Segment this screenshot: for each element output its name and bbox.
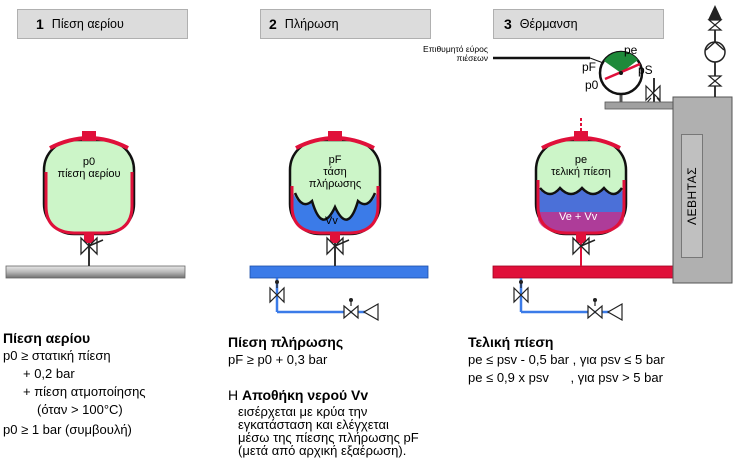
- vessel-1-text: πίεση αερίου: [57, 168, 121, 180]
- vessel-2-water-label: Vv: [325, 215, 338, 227]
- pressure-range-caption: Επιθυμητό εύρος πιέσεων: [396, 45, 488, 63]
- col3-line-1: pe ≤ psv - 0,5 bar , για psv ≤ 5 bar: [468, 352, 665, 367]
- range-line-1: Επιθυμητό εύρος: [423, 44, 488, 54]
- col2-paragraph: εισέρχεται με κρύα την εγκατάσταση και ε…: [238, 405, 419, 457]
- col2-para-line: (μετά από αρχική εξαέρωση).: [238, 443, 407, 458]
- vessel-3: [534, 118, 628, 243]
- gauge-pe: pe: [624, 43, 638, 57]
- symbol-pF: pF: [328, 154, 342, 166]
- col1-heading: Πίεση αερίου: [3, 330, 91, 346]
- vessel-3-text: τελική πίεση: [551, 166, 611, 178]
- range-line-2: πιέσεων: [456, 53, 488, 63]
- valve-2: [326, 236, 350, 266]
- pipe-grey: [5, 265, 186, 279]
- symbol-pe: pe: [574, 154, 588, 166]
- fill-valve-3: [513, 280, 623, 322]
- panel-title: Θέρμανση: [519, 17, 578, 31]
- col1-line-3: + πίεση ατμοποίησης: [23, 384, 146, 399]
- col2-subheading: Η Αποθήκη νερού Vv: [228, 387, 368, 403]
- col2-para-line: μέσω της πίεσης πλήρωσης pF: [238, 430, 419, 445]
- gauge-support-pipe: [604, 101, 678, 110]
- vessel-2-line2: πλήρωσης: [308, 178, 362, 190]
- panel-number: 2: [269, 16, 277, 32]
- vessel-3-label: pe τελική πίεση: [536, 154, 626, 178]
- col1-line-1: p0 ≥ στατική πίεση: [3, 348, 111, 363]
- vessel-3-water-label: Ve + Vv: [559, 211, 598, 223]
- col3-line-2: pe ≤ 0,9 x psv , για psv > 5 bar: [468, 370, 663, 385]
- panel-header-1: 1 Πίεση αερίου: [17, 9, 188, 39]
- col1-line-2: + 0,2 bar: [23, 366, 75, 381]
- valve-1: [80, 236, 104, 266]
- col1-line-4: (όταν > 100°C): [37, 402, 123, 417]
- vessel-1: [42, 131, 136, 243]
- gauge-pF: pF: [582, 60, 597, 74]
- col2-heading: Πίεση πλήρωσης: [228, 334, 344, 350]
- vessel-2-label: pF τάση πλήρωσης: [290, 154, 380, 190]
- symbol-p0: p0: [82, 156, 96, 168]
- pipe-red: [492, 265, 674, 279]
- vessel-2: [288, 131, 382, 243]
- vessel-2-line1: τάση: [323, 166, 347, 178]
- gauge-p0: p0: [585, 78, 599, 92]
- col2-formula: pF ≥ p0 + 0,3 bar: [228, 352, 328, 367]
- panel-number: 3: [504, 16, 512, 32]
- pressure-gauge: [598, 50, 644, 108]
- col3-heading: Τελική πίεση: [468, 334, 554, 350]
- circulation-pump: [704, 5, 726, 97]
- panel-number: 1: [36, 16, 44, 32]
- col2-para-line: εισέρχεται με κρύα την: [238, 404, 368, 419]
- panel-title: Πίεση αερίου: [51, 17, 124, 31]
- pipe-blue: [249, 265, 429, 279]
- valve-3: [572, 236, 596, 266]
- panel-title: Πλήρωση: [284, 17, 339, 31]
- gauge-pS: pS: [638, 63, 653, 77]
- col2-subheading-bold: Αποθήκη νερού Vv: [242, 387, 369, 403]
- col2-para-line: εγκατάσταση και ελέγχεται: [238, 417, 389, 432]
- col2-subheading-pre: Η: [228, 387, 242, 403]
- boiler-label-box: ΛΕΒΗΤΑΣ: [681, 134, 703, 258]
- fill-valve-2: [269, 280, 379, 322]
- boiler-label: ΛΕΒΗΤΑΣ: [685, 166, 699, 226]
- panel-header-3: 3 Θέρμανση: [493, 9, 664, 39]
- panel-header-2: 2 Πλήρωση: [260, 9, 431, 39]
- vessel-1-label: p0 πίεση αερίου: [44, 156, 134, 180]
- col1-line-5: p0 ≥ 1 bar (συμβουλή): [3, 422, 132, 437]
